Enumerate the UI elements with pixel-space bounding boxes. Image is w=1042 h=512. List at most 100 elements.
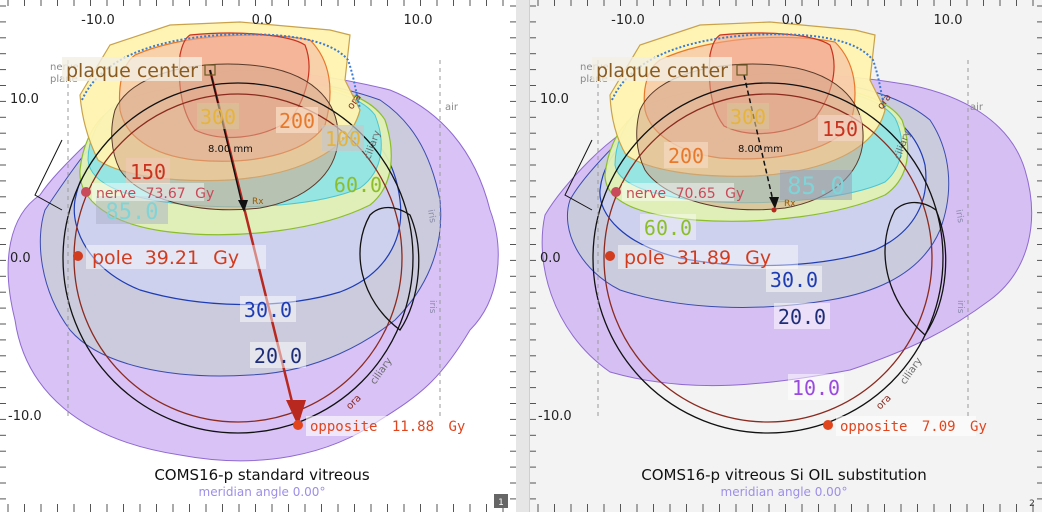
isodose-label: 30.0 <box>770 268 818 292</box>
anatomy-label-iris: iris <box>425 209 437 224</box>
beam-arrowhead <box>286 400 306 426</box>
opposite-unit: Gy <box>970 419 987 435</box>
dose-plot-1: -10.0 0.0 10.0 10.0 0.0 -10.0 nerve plan… <box>0 0 516 512</box>
x-tick: 10.0 <box>934 13 963 28</box>
chart-subtitle: meridian angle 0.00° <box>199 485 326 499</box>
plaque-center-label: plaque center <box>66 60 198 82</box>
opposite-unit: Gy <box>448 419 465 435</box>
isodose-label: 85.0 <box>106 200 159 225</box>
y-tick: 10.0 <box>10 92 39 107</box>
chart-title: COMS16-p vitreous Si OIL substitution <box>641 466 926 484</box>
depth-arrowhead <box>769 197 779 209</box>
depth-arrowhead <box>238 200 248 212</box>
anatomy-label-iris: iris <box>953 209 965 224</box>
isodose-label: 100 <box>325 127 361 151</box>
plaque-center-marker <box>736 64 748 76</box>
isodose-label: 150 <box>822 117 858 141</box>
lens <box>359 206 420 331</box>
isodose-label: 150 <box>130 160 166 184</box>
isodose-label: 200 <box>279 109 315 133</box>
opposite-name: opposite <box>840 419 907 435</box>
anatomy-label-ciliary: ciliary <box>898 356 924 387</box>
nerve-point <box>611 187 621 197</box>
eye-globe <box>62 82 414 434</box>
point-labels: nerve 73.67 Gy pole 39.21 Gy opposite 11… <box>86 183 465 436</box>
opposite-dose: 11.88 <box>392 419 434 435</box>
x-tick: 0.0 <box>782 13 803 28</box>
ruler-ticks <box>530 0 1042 512</box>
chart-subtitle: meridian angle 0.00° <box>721 485 848 499</box>
nerve-label: nerve 73.67 Gy <box>96 186 214 202</box>
depth-arrow <box>743 74 775 206</box>
opposite-point <box>823 420 833 430</box>
opposite-dose: 7.09 <box>922 419 956 435</box>
y-tick: -10.0 <box>8 409 42 424</box>
depth-arrow <box>209 69 244 209</box>
depth-label: 8.00 mm <box>208 144 253 155</box>
rx-label: Rx <box>784 199 796 209</box>
optic-nerve <box>34 139 63 211</box>
x-tick: 0.0 <box>252 13 273 28</box>
nerve-dose: 73.67 <box>146 186 186 202</box>
pole-name: pole <box>92 247 133 269</box>
pole-point <box>605 251 615 261</box>
ruler-ticks <box>0 0 516 512</box>
isodose-label: 30.0 <box>244 298 292 322</box>
x-tick: -10.0 <box>611 13 645 28</box>
nerve-label: nerve 70.65 Gy <box>626 186 744 202</box>
isodose-labels: 300 200 100 150 85.0 60.0 30.0 20.0 <box>96 103 382 368</box>
pole-name: pole <box>624 247 665 269</box>
pole-dose: 39.21 <box>145 247 199 269</box>
pole-point <box>73 251 83 261</box>
point-labels: nerve 70.65 Gy pole 31.89 Gy opposite 7.… <box>618 183 987 436</box>
panel-divider <box>516 0 529 512</box>
nerve-point <box>81 187 91 197</box>
y-tick: 0.0 <box>540 251 561 266</box>
isodose-label: 85.0 <box>787 172 845 200</box>
isodose-label: 300 <box>200 105 236 129</box>
x-tick: 10.0 <box>404 13 433 28</box>
panel-si-oil-substitution: -10.0 0.0 10.0 10.0 0.0 -10.0 nerve plan… <box>529 0 1042 512</box>
isodose-label: 20.0 <box>778 305 826 329</box>
pole-label: pole 31.89 Gy <box>624 247 771 269</box>
anatomy-label-iris: iris <box>955 300 965 314</box>
nerve-unit: Gy <box>725 186 744 202</box>
opposite-name: opposite <box>310 419 377 435</box>
panel-number: 1 <box>498 498 504 508</box>
isodose-label: 20.0 <box>254 344 302 368</box>
panel-number: 2 <box>1029 499 1035 509</box>
dose-plot-2: -10.0 0.0 10.0 10.0 0.0 -10.0 nerve plan… <box>530 0 1042 512</box>
plaque-center-label: plaque center <box>596 60 728 82</box>
pole-unit: Gy <box>745 247 771 269</box>
plaque-center-marker <box>204 64 216 76</box>
isodose-labels: 300 150 200 85.0 60.0 30.0 20.0 10.0 <box>640 103 862 400</box>
nerve-unit: Gy <box>195 186 214 202</box>
rx-point <box>771 207 777 213</box>
eye-globe-inner <box>603 93 933 423</box>
anatomy-label-air: air <box>445 102 459 113</box>
opposite-point <box>293 420 303 430</box>
opposite-label: opposite 11.88 Gy <box>310 419 465 435</box>
nerve-name: nerve <box>96 186 136 202</box>
rx-label: Rx <box>252 197 264 207</box>
pole-unit: Gy <box>213 247 239 269</box>
chart-title: COMS16-p standard vitreous <box>154 466 370 484</box>
lens <box>884 201 947 336</box>
optic-nerve <box>564 139 593 211</box>
depth-label: 8.00 mm <box>738 144 783 155</box>
anatomy-label-iris: iris <box>427 300 437 314</box>
isodose-label: 60.0 <box>334 173 382 197</box>
y-tick: -10.0 <box>538 409 572 424</box>
isodose-label: 300 <box>730 105 766 129</box>
opposite-label: opposite 7.09 Gy <box>840 419 987 435</box>
nerve-dose: 70.65 <box>676 186 716 202</box>
y-tick: 0.0 <box>10 251 31 266</box>
isodose-label: 60.0 <box>644 216 692 240</box>
isodose-label: 10.0 <box>792 376 840 400</box>
eye-globe <box>592 82 944 434</box>
pole-dose: 31.89 <box>677 247 731 269</box>
anatomy-label-ora: ora <box>874 393 893 412</box>
panel-standard-vitreous: -10.0 0.0 10.0 10.0 0.0 -10.0 nerve plan… <box>0 0 516 512</box>
anatomy-label-air: air <box>970 102 984 113</box>
y-tick: 10.0 <box>540 92 569 107</box>
